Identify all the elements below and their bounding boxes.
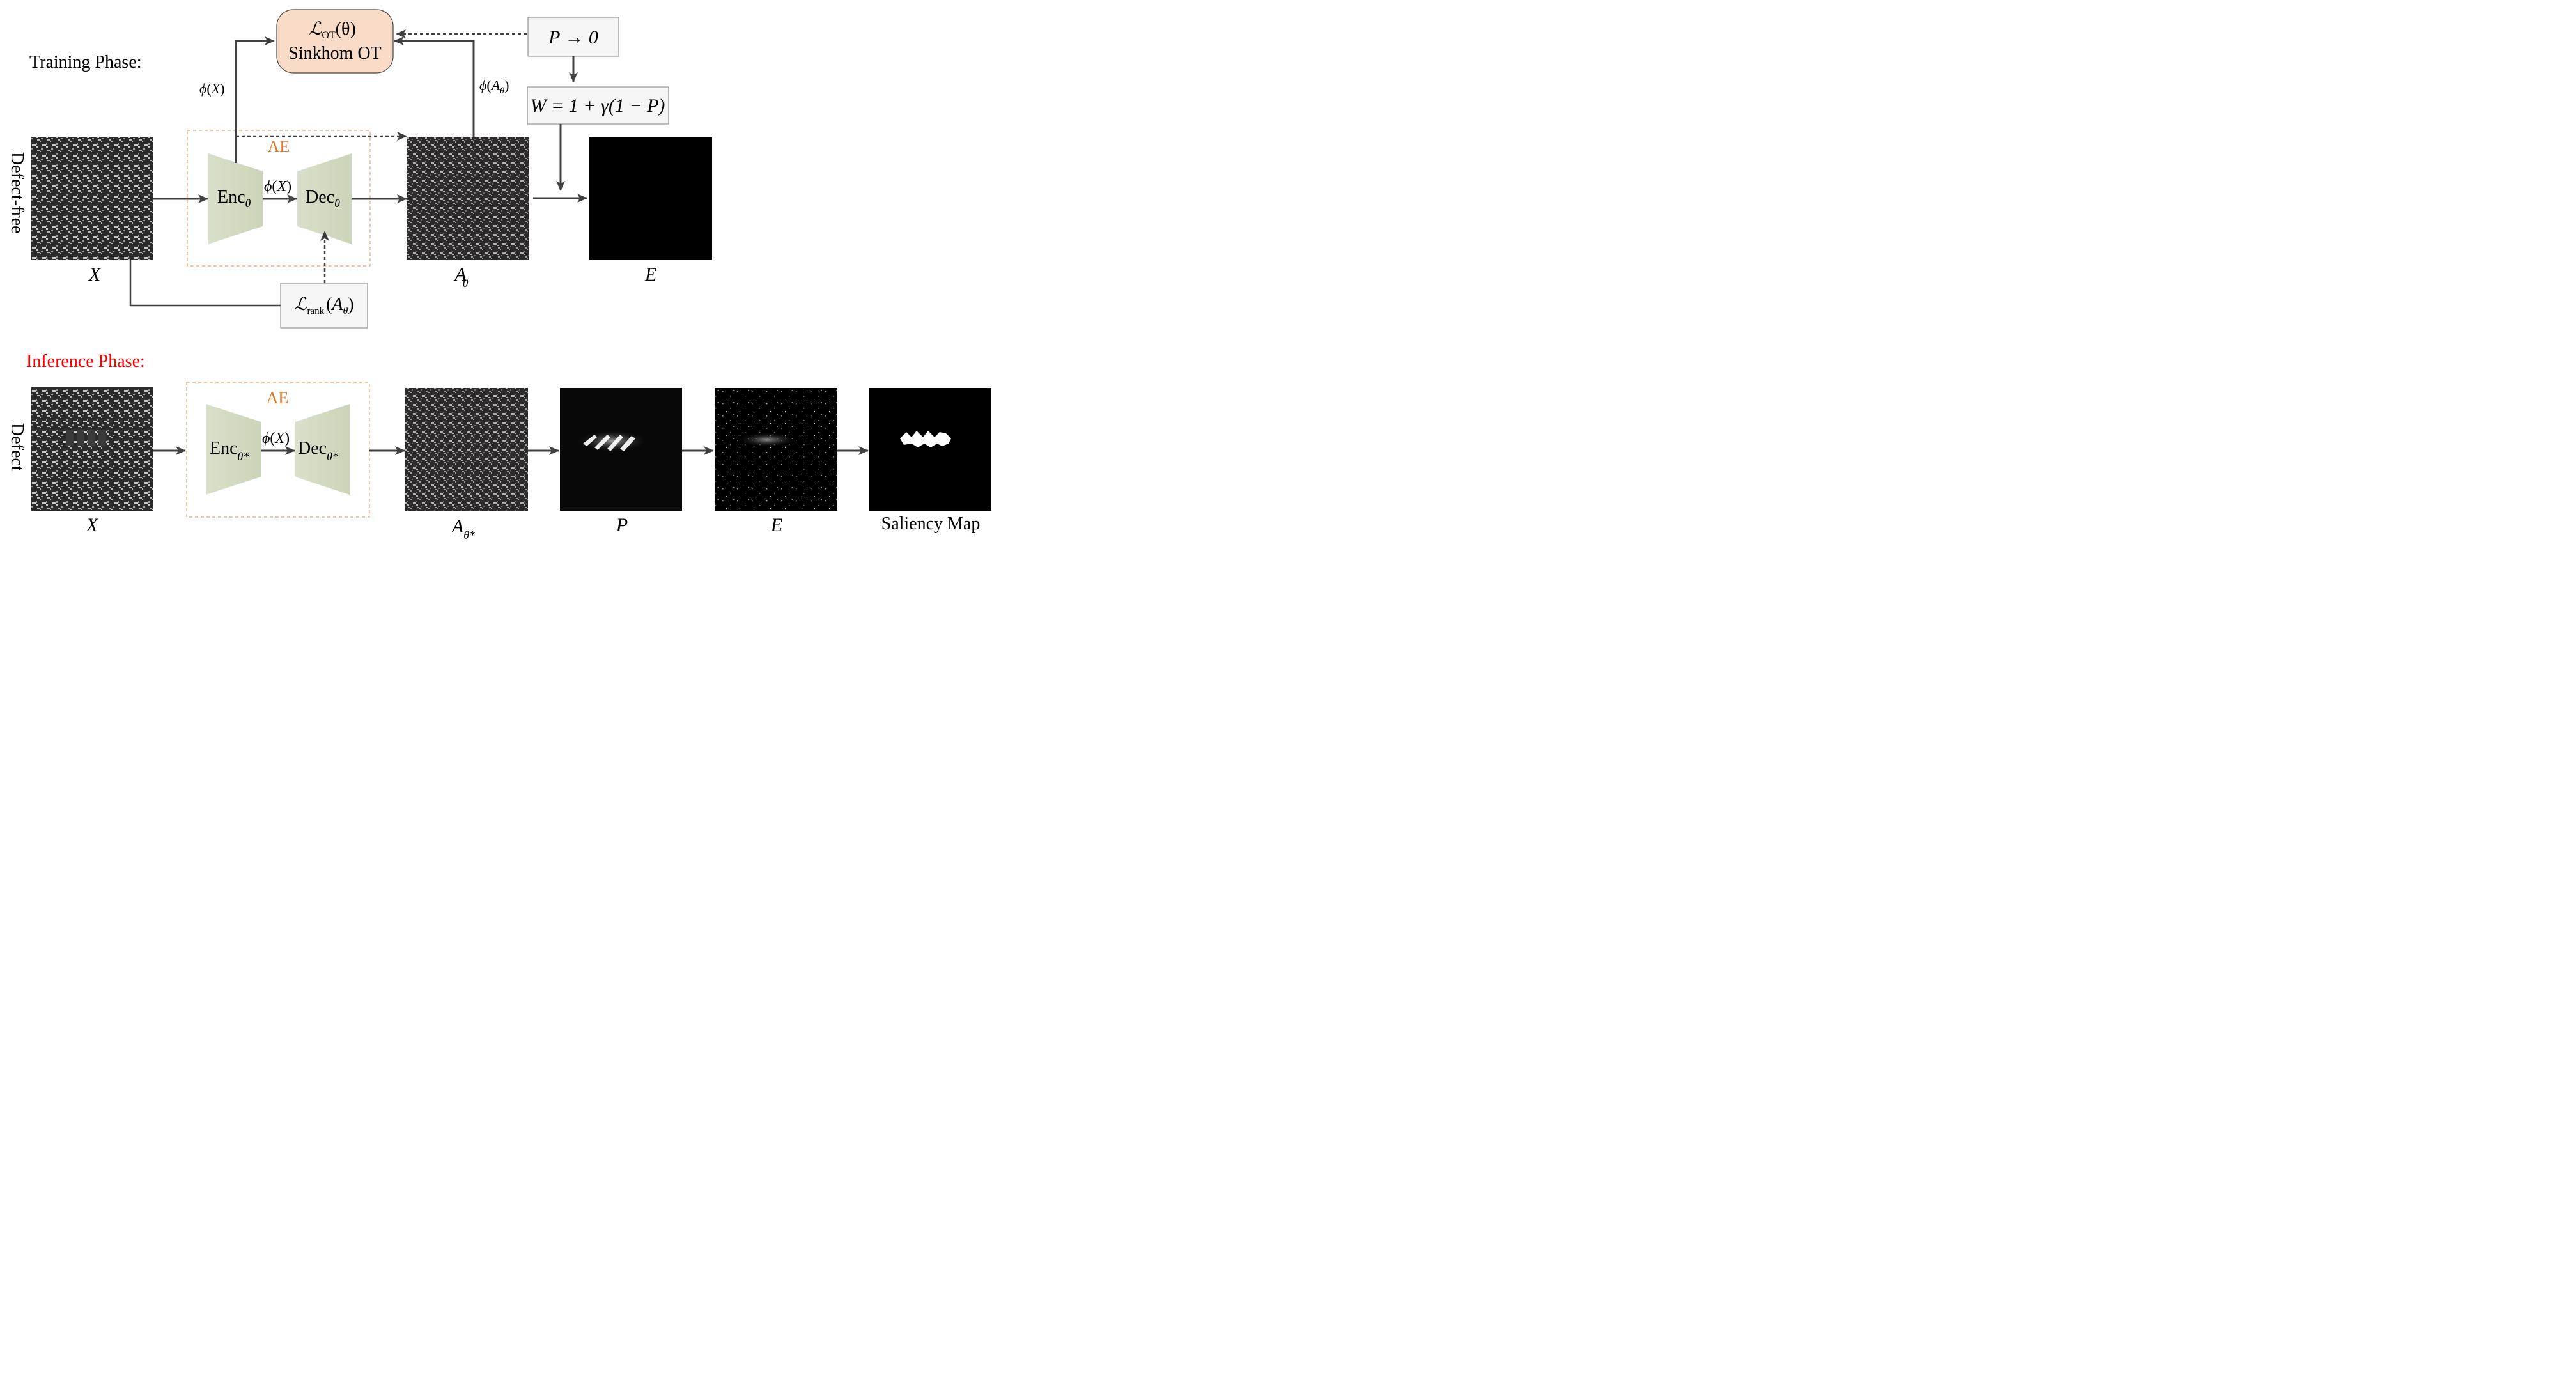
inference-a-caption: Aθ* bbox=[451, 516, 475, 539]
inference-phase-label: Inference Phase: bbox=[26, 352, 145, 371]
phi-x-to-ot-arrow bbox=[235, 36, 275, 163]
training-e-caption: E bbox=[644, 264, 656, 285]
training-latent-label: ϕ(X) bbox=[264, 178, 291, 195]
method-diagram: Training Phase: Defect-free X AE Encθ De… bbox=[7, 9, 991, 539]
training-decoder-label: Decθ bbox=[306, 187, 340, 210]
training-encoder-block bbox=[208, 153, 263, 244]
training-a-caption: Aθ bbox=[453, 264, 468, 290]
inference-latent-label: ϕ(X) bbox=[262, 430, 290, 447]
training-decoder-block bbox=[297, 153, 352, 244]
inference-error-map bbox=[715, 388, 837, 511]
training-phase-label: Training Phase: bbox=[29, 52, 142, 72]
defect-row-label: Defect bbox=[7, 423, 27, 471]
inference-input-image bbox=[31, 387, 153, 511]
inference-decoder-block bbox=[295, 404, 350, 495]
inference-encoder-block bbox=[206, 404, 261, 495]
weight-formula-box bbox=[527, 86, 669, 125]
ot-loss-name: Sinkhom OT bbox=[288, 43, 381, 63]
training-encoder-label: Encθ bbox=[217, 187, 251, 210]
rank-loss-text: ℒrank(Aθ) bbox=[294, 295, 353, 316]
training-reconstruction-image bbox=[407, 137, 529, 260]
weight-formula-text: W = 1 + γ(1 − P) bbox=[531, 95, 665, 116]
p-to-zero-text: P → 0 bbox=[548, 27, 598, 48]
phi-x-label: ϕ(X) bbox=[199, 81, 225, 97]
phi-a-label: ϕ(Aθ) bbox=[479, 77, 509, 96]
training-input-image bbox=[31, 137, 153, 260]
input-to-rank-loss-line bbox=[129, 260, 281, 307]
rank-loss-box bbox=[280, 283, 368, 329]
ot-loss-box bbox=[276, 9, 394, 74]
p-to-zero-box bbox=[527, 17, 619, 57]
inference-error-highlight bbox=[736, 432, 798, 447]
training-error-map bbox=[589, 137, 712, 260]
inference-reconstruction-image bbox=[405, 388, 528, 511]
training-x-caption: X bbox=[88, 264, 102, 285]
inference-e-caption: E bbox=[770, 515, 782, 536]
saliency-map bbox=[869, 388, 991, 511]
p-caption: P bbox=[616, 515, 628, 536]
training-ae-label: AE bbox=[268, 137, 290, 156]
phi-a-to-ot-arrow bbox=[394, 36, 475, 137]
inference-encoder-label: Encθ* bbox=[210, 438, 249, 463]
probability-map-streak bbox=[575, 430, 649, 453]
inference-decoder-label: Decθ* bbox=[298, 438, 338, 463]
defect-free-row-label: Defect-free bbox=[7, 152, 27, 233]
inference-x-caption: X bbox=[86, 515, 99, 536]
saliency-blob bbox=[900, 431, 951, 447]
ot-loss-formula: ℒOT(θ) bbox=[309, 19, 356, 41]
saliency-caption: Saliency Map bbox=[881, 514, 981, 534]
inference-ae-label: AE bbox=[267, 389, 289, 407]
defect-region bbox=[66, 430, 106, 446]
